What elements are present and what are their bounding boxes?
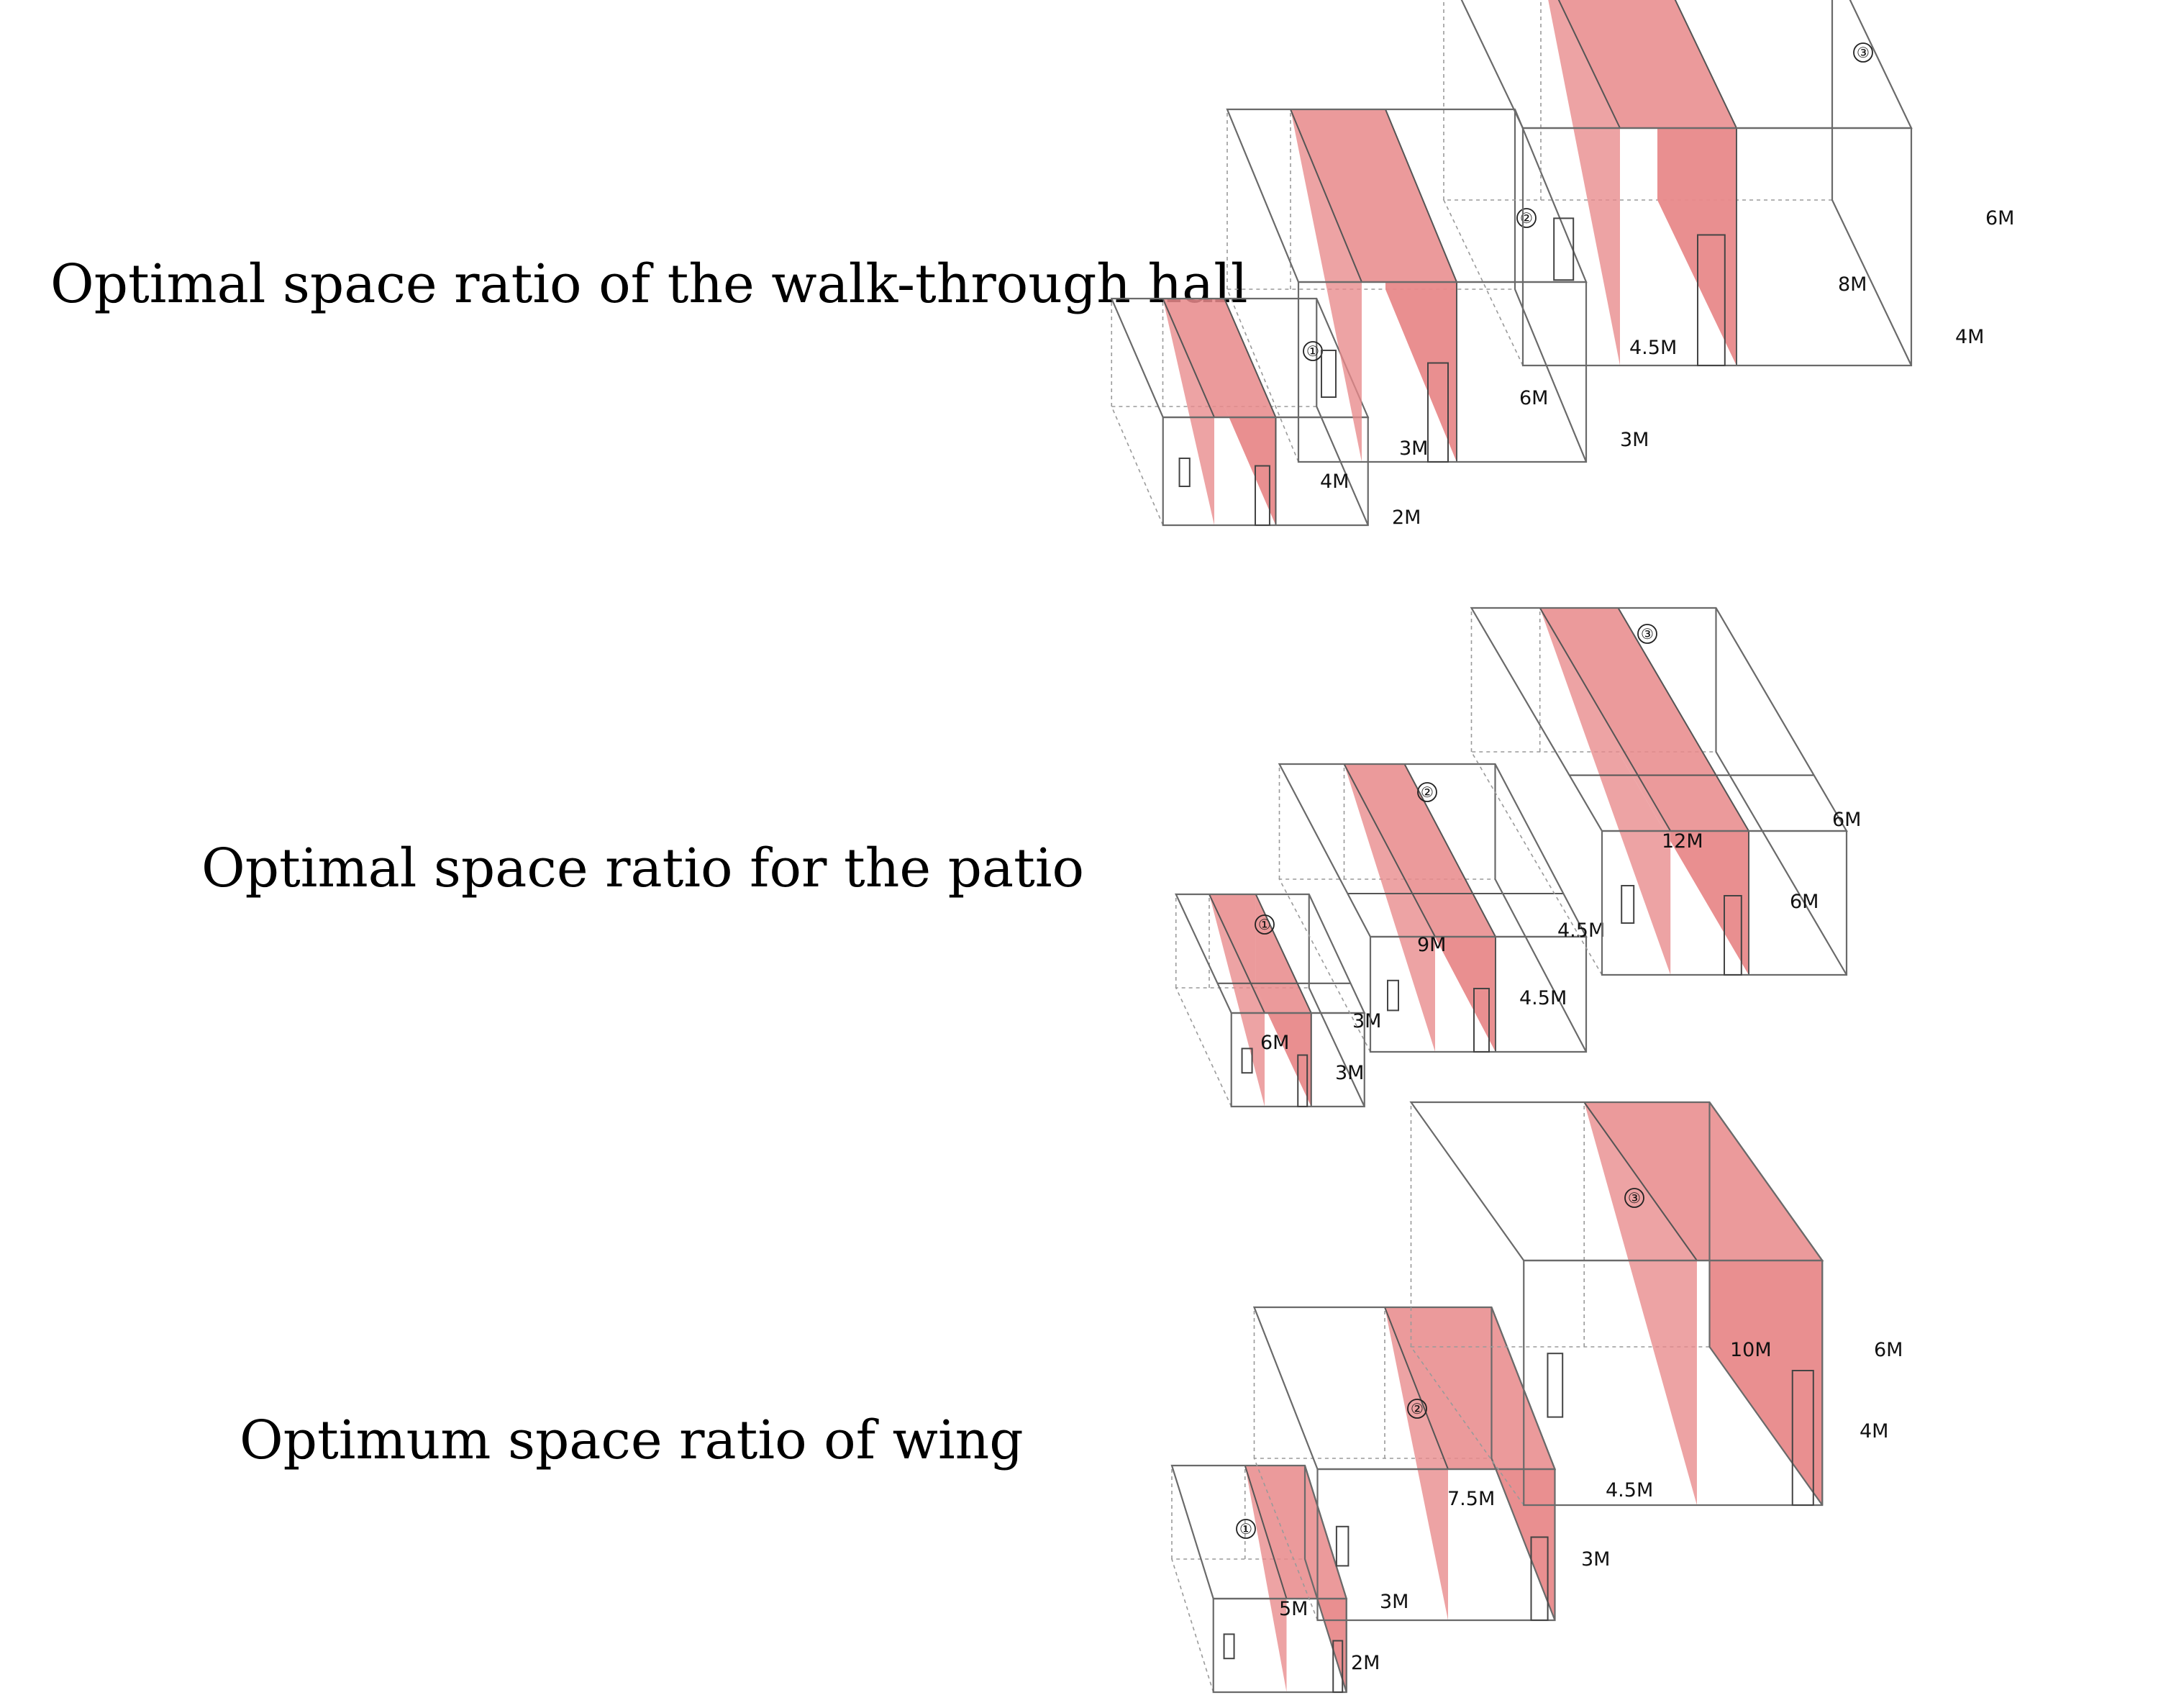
height-label: 6M: [1985, 207, 2014, 230]
svg-text:①: ①: [1258, 916, 1271, 933]
height-label: 3M: [1380, 1591, 1408, 1613]
width-label: 4M: [1860, 1420, 1888, 1443]
height-label: 6M: [1874, 1339, 1903, 1361]
width-label: 3M: [1335, 1062, 1364, 1084]
step-marker: ②: [1407, 1399, 1427, 1419]
room-model-2-3: ③ 12M 6M 6M: [1470, 607, 1861, 976]
length-label: 5M: [1279, 1598, 1308, 1620]
width-label: 6M: [1790, 891, 1819, 913]
svg-text:①: ①: [1239, 1520, 1252, 1537]
width-label: 4.5M: [1519, 987, 1567, 1009]
length-label: 6M: [1519, 387, 1548, 409]
height-label: 6M: [1832, 809, 1861, 831]
row-title-walk-through-hall: Optimal space ratio of the walk-through …: [50, 253, 1248, 315]
room-model-1-2: ② 6M 4.5M 3M: [1226, 108, 1677, 463]
height-label: 4.5M: [1557, 919, 1605, 942]
step-marker: ①: [1303, 341, 1323, 361]
room-model-3-3: ③ 10M 6M 4M: [1409, 1101, 1903, 1507]
length-label: 7.5M: [1447, 1488, 1495, 1510]
room-model-1-3: ③ 8M 6M 4M: [1442, 0, 2014, 367]
row-title-wing: Optimum space ratio of wing: [240, 1409, 1024, 1471]
width-label: 3M: [1581, 1548, 1610, 1571]
step-marker: ①: [1236, 1519, 1256, 1539]
step-marker: ③: [1637, 624, 1657, 644]
width-label: 4M: [1955, 326, 1984, 348]
length-label: 4M: [1320, 471, 1349, 493]
height-label: 4.5M: [1629, 337, 1677, 359]
length-label: 10M: [1730, 1339, 1772, 1361]
room-model-1-1: ① 4M 3M 2M: [1110, 297, 1428, 529]
room-model-2-1: ① 6M 3M 3M: [1175, 893, 1381, 1108]
length-label: 8M: [1838, 273, 1867, 296]
room-model-2-2: ② 9M 4.5M 4.5M: [1278, 763, 1605, 1053]
length-label: 12M: [1662, 830, 1703, 853]
room-model-3-1: ① 5M 3M 2M: [1170, 1464, 1408, 1694]
step-marker: ①: [1255, 914, 1275, 935]
svg-text:③: ③: [1857, 44, 1870, 61]
row-title-patio: Optimal space ratio for the patio: [201, 837, 1085, 899]
height-label: 3M: [1399, 437, 1428, 460]
svg-text:③: ③: [1628, 1189, 1641, 1207]
svg-text:②: ②: [1421, 783, 1434, 801]
width-label: 2M: [1392, 507, 1421, 529]
height-label: 4.5M: [1606, 1479, 1653, 1502]
svg-text:①: ①: [1306, 342, 1319, 360]
svg-text:②: ②: [1411, 1400, 1424, 1417]
step-marker: ③: [1624, 1188, 1644, 1208]
step-marker: ③: [1853, 42, 1873, 63]
step-marker: ②: [1516, 208, 1537, 228]
step-marker: ②: [1417, 782, 1437, 802]
svg-text:②: ②: [1520, 209, 1533, 227]
length-label: 6M: [1260, 1032, 1289, 1054]
length-label: 9M: [1417, 934, 1446, 956]
height-label: 3M: [1352, 1010, 1381, 1032]
width-label: 2M: [1351, 1652, 1380, 1674]
width-label: 3M: [1620, 429, 1649, 451]
svg-text:③: ③: [1641, 625, 1654, 642]
